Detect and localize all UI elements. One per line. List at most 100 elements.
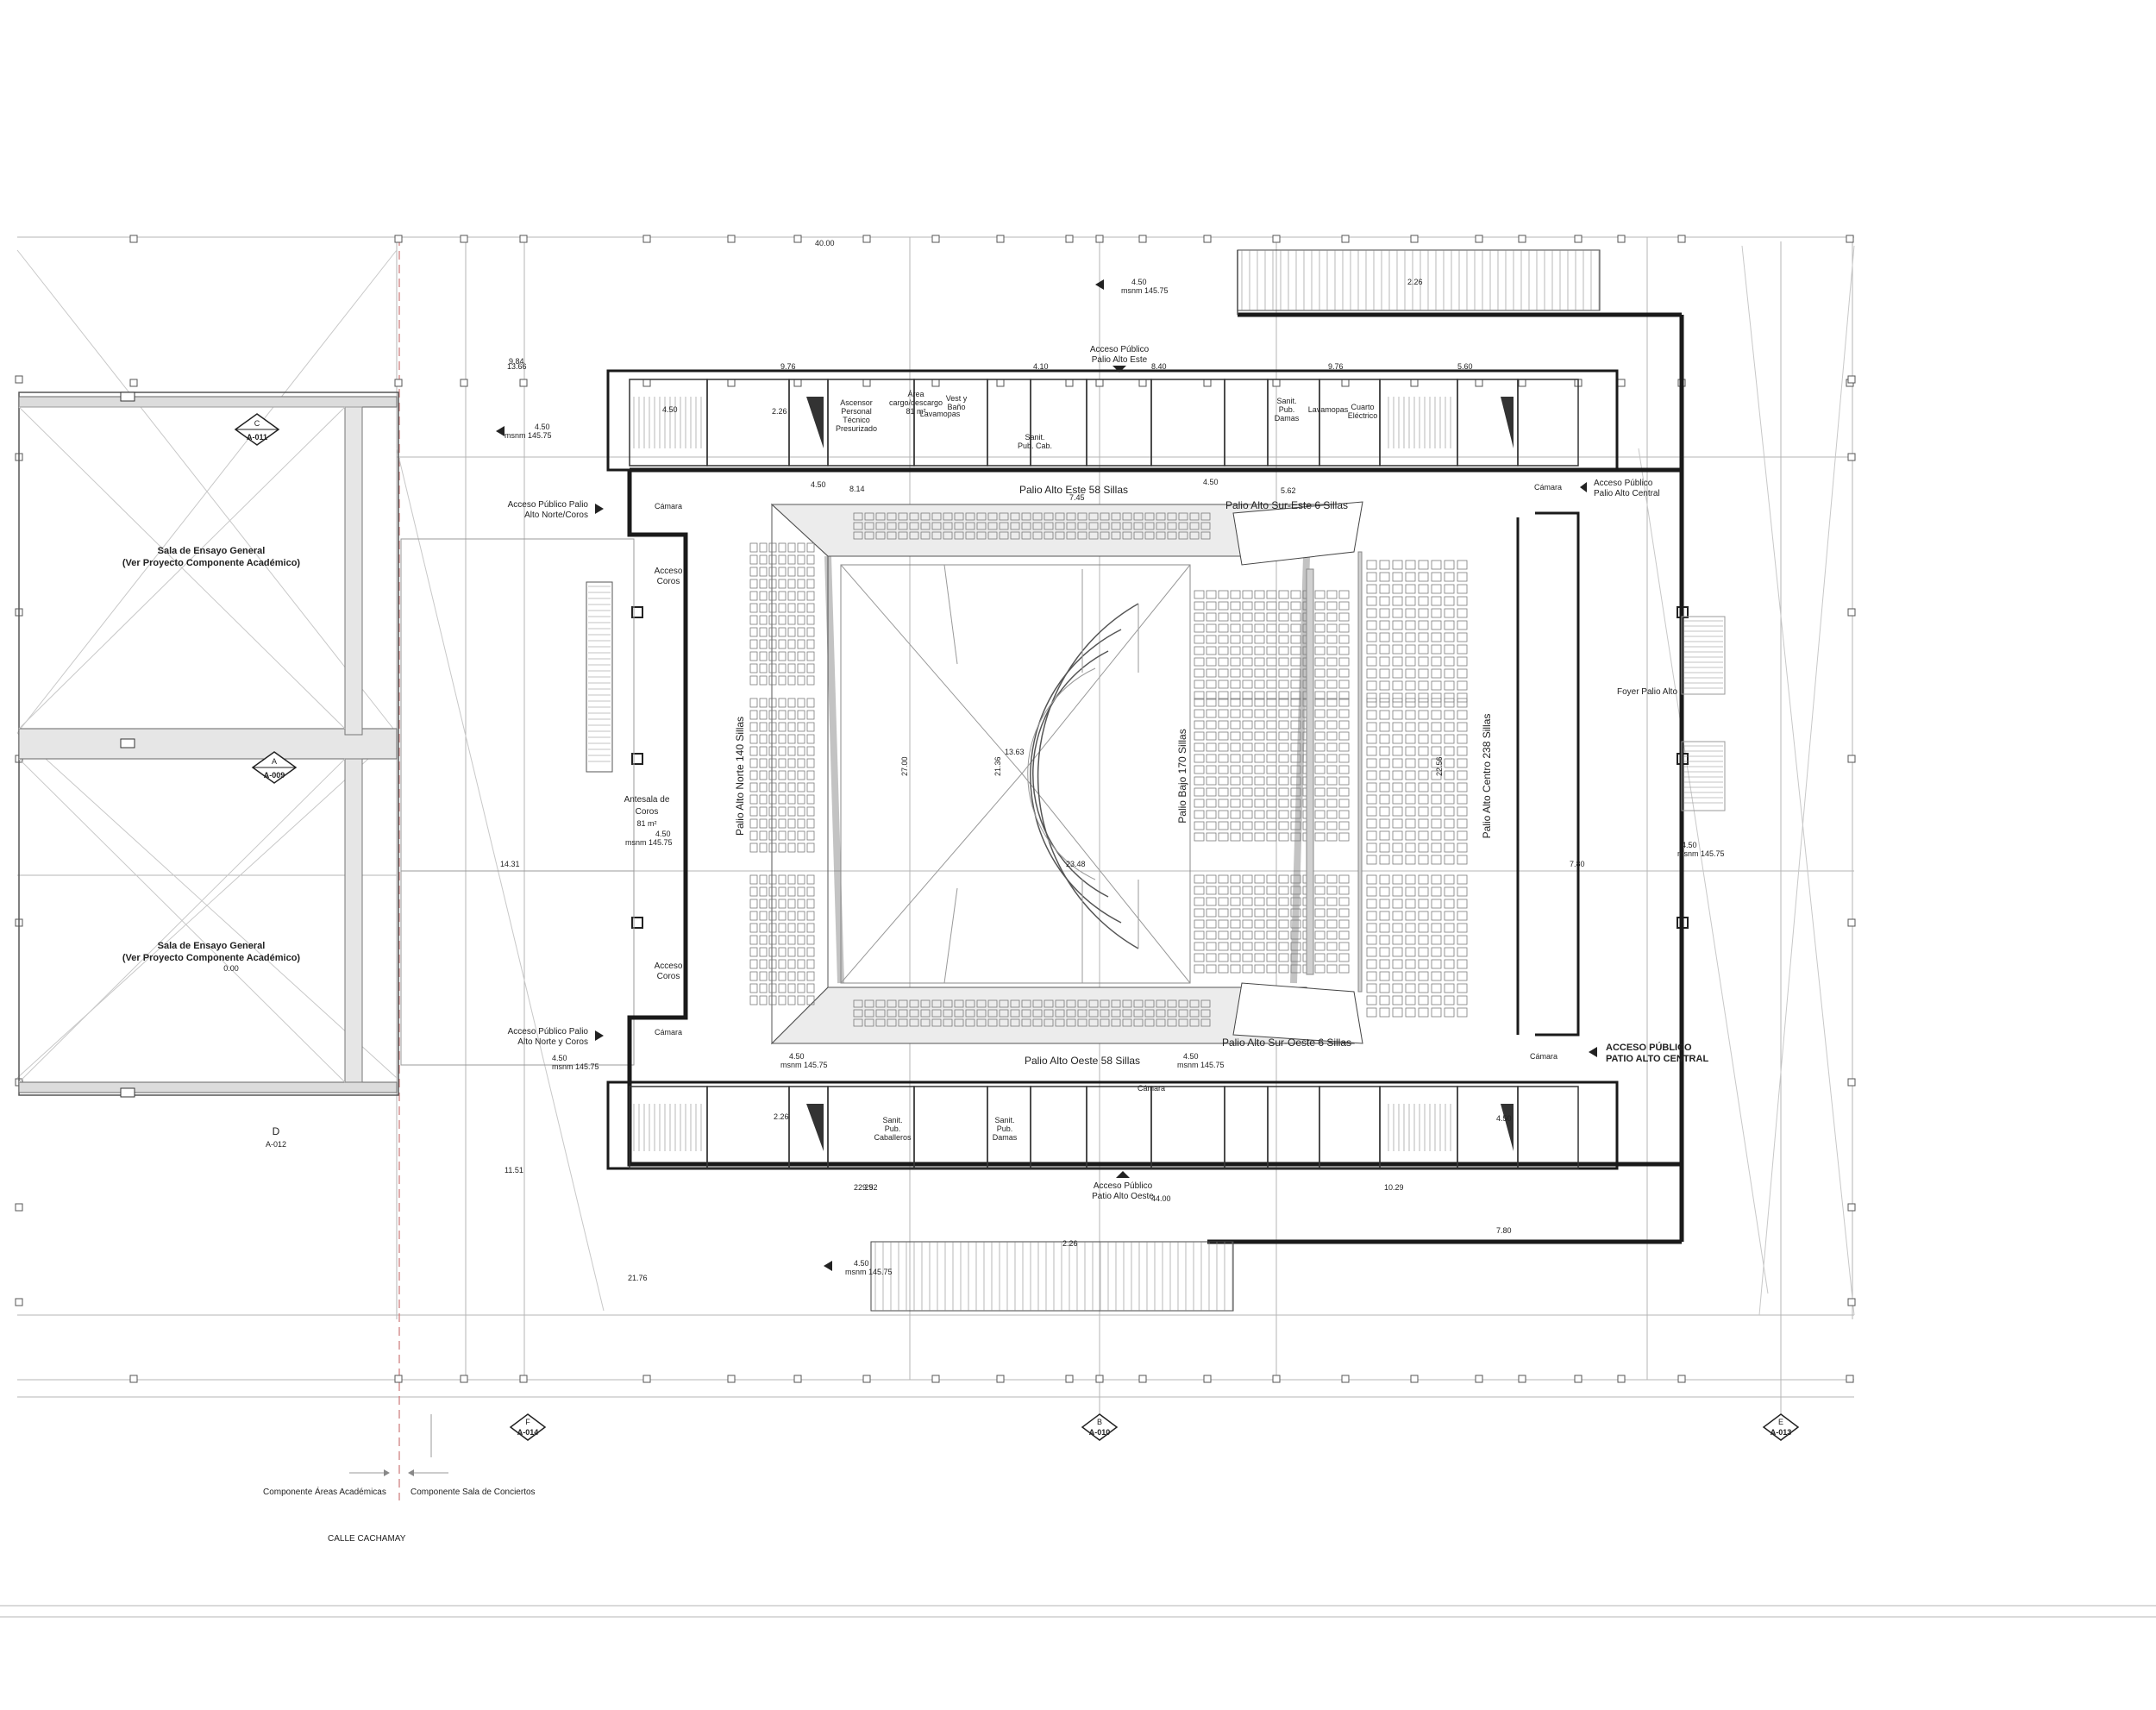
- level-value: msnm 145.75: [845, 1268, 893, 1276]
- seat: [806, 710, 815, 720]
- seat: [1066, 1018, 1076, 1027]
- seat: [759, 995, 768, 1005]
- seat: [778, 579, 787, 589]
- seat: [806, 818, 815, 829]
- seat: [1010, 1018, 1020, 1027]
- seat: [749, 770, 758, 780]
- seat: [1405, 770, 1416, 780]
- seat: [797, 923, 805, 933]
- seat: [778, 591, 787, 601]
- seat: [1254, 821, 1265, 830]
- seat: [749, 746, 758, 756]
- seat: [1326, 680, 1338, 689]
- seat: [1457, 886, 1468, 897]
- seat: [1457, 758, 1468, 768]
- seat: [943, 531, 953, 540]
- seat: [1218, 810, 1229, 819]
- seat: [787, 722, 796, 732]
- seat: [1230, 942, 1241, 951]
- seat: [875, 522, 886, 530]
- seat: [1206, 601, 1217, 611]
- seat: [1290, 810, 1301, 819]
- sanit-label: Pub. Cab.: [1018, 442, 1052, 450]
- level-value: 4.50: [1682, 841, 1697, 849]
- seat: [1457, 710, 1468, 720]
- seat: [1326, 799, 1338, 808]
- seat: [1418, 584, 1429, 594]
- grid-marker: [1847, 918, 1856, 927]
- seat: [1100, 999, 1110, 1008]
- seat: [1405, 734, 1416, 744]
- level-value: msnm 145.75: [552, 1062, 599, 1071]
- seat: [1379, 758, 1390, 768]
- seat: [1044, 1009, 1054, 1018]
- seat: [1379, 935, 1390, 945]
- grid-marker: [1341, 379, 1350, 387]
- service-room: [706, 379, 790, 467]
- seat: [1167, 1018, 1177, 1027]
- seat: [749, 842, 758, 853]
- seat: [787, 651, 796, 661]
- seat: [1167, 512, 1177, 521]
- seat: [1326, 787, 1338, 797]
- seat: [1392, 995, 1403, 1005]
- seat: [1314, 765, 1326, 774]
- seat: [806, 603, 815, 613]
- seat: [749, 698, 758, 708]
- seat: [768, 923, 777, 933]
- seat: [943, 999, 953, 1008]
- seat: [1326, 874, 1338, 884]
- seat: [768, 782, 777, 792]
- seat: [787, 603, 796, 613]
- seat: [1314, 776, 1326, 786]
- seat: [864, 1009, 874, 1018]
- seat: [768, 746, 777, 756]
- seat: [1405, 656, 1416, 667]
- seat: [1338, 709, 1350, 718]
- seat: [1254, 657, 1265, 667]
- ascensor-label: Personal: [841, 407, 872, 416]
- seat: [1444, 1007, 1455, 1018]
- seat: [1032, 999, 1043, 1008]
- acceso-coros-2: Acceso: [655, 961, 683, 971]
- seat: [1379, 923, 1390, 933]
- seat: [787, 886, 796, 897]
- seat: [1326, 668, 1338, 678]
- seat: [1326, 646, 1338, 655]
- seat: [1444, 608, 1455, 618]
- seat: [1326, 691, 1338, 700]
- seat: [1088, 1018, 1099, 1027]
- seat: [1278, 698, 1289, 707]
- seat: [1055, 531, 1065, 540]
- seat: [1392, 971, 1403, 981]
- seat: [1444, 874, 1455, 885]
- seat: [1418, 734, 1429, 744]
- level-value: msnm 145.75: [780, 1061, 828, 1069]
- seat: [1366, 935, 1377, 945]
- seat: [1338, 765, 1350, 774]
- grid-marker: [1138, 379, 1147, 387]
- seat: [1444, 899, 1455, 909]
- seat: [1457, 855, 1468, 865]
- seat: [749, 782, 758, 792]
- seat: [768, 603, 777, 613]
- seat: [1418, 983, 1429, 993]
- seat: [1338, 930, 1350, 940]
- seat: [1206, 754, 1217, 763]
- seat: [965, 531, 975, 540]
- seat: [1366, 656, 1377, 667]
- level-value: msnm 145.75: [1177, 1061, 1225, 1069]
- seat: [1431, 923, 1442, 933]
- seat: [1133, 999, 1144, 1008]
- seat: [1392, 794, 1403, 805]
- seat: [1444, 572, 1455, 582]
- seat: [1326, 754, 1338, 763]
- stair-top: [1237, 249, 1601, 311]
- acceso-central-bold: ACCESO PÚBLICO: [1606, 1042, 1692, 1053]
- seat: [864, 1018, 874, 1027]
- grid-marker: [1847, 608, 1856, 617]
- seat: [1314, 731, 1326, 741]
- seat: [1366, 959, 1377, 969]
- service-room: [629, 1086, 708, 1169]
- grid-marker: [1475, 235, 1483, 243]
